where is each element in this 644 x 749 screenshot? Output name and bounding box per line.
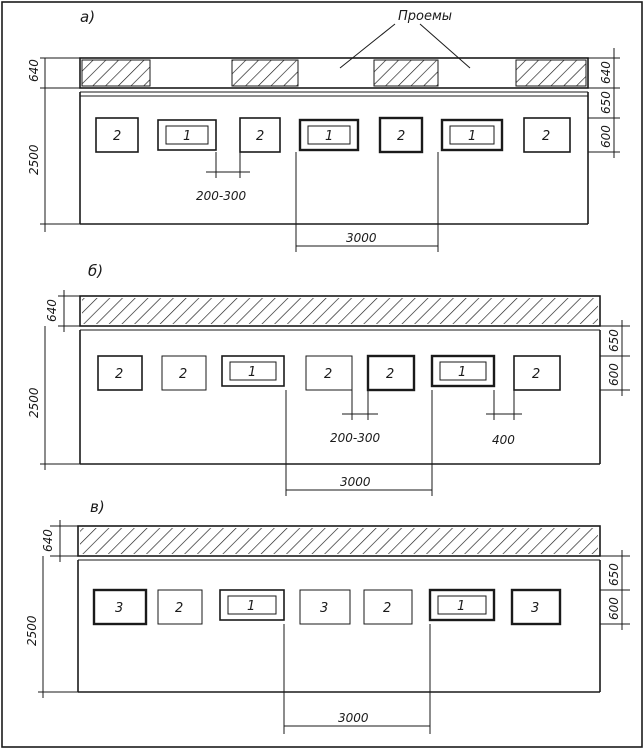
slab-row-c: 3 2 1 3 2 1 3 — [92, 588, 562, 626]
slab-a-2-inner — [165, 125, 209, 145]
dim-a-span: 3000 — [346, 231, 377, 245]
hatched-pier-a-3 — [373, 59, 439, 87]
dim-a-left-2500: 2500 — [27, 144, 41, 175]
dim-c-left-2500: 2500 — [25, 615, 39, 646]
slab-c-3-mark: 1 — [247, 599, 255, 614]
slab-b-2-mark: 2 — [179, 367, 187, 382]
section-b-letter: б) — [88, 262, 103, 280]
section-c: в) 3 2 1 3 2 1 3 — [25, 498, 630, 734]
slab-a-4 — [298, 118, 360, 152]
slab-a-7-mark: 2 — [542, 129, 550, 144]
hatched-strip-b — [82, 298, 598, 324]
wall-strip-b — [79, 295, 601, 327]
hatched-strip-c — [80, 528, 598, 554]
slab-b-2 — [161, 355, 207, 391]
dim-b-gap: 200-300 — [330, 431, 381, 445]
dim-a-right-640: 640 — [599, 61, 613, 84]
section-a: а) Проемы 2 1 2 1 2 — [27, 8, 620, 252]
dim-c-right-650: 650 — [607, 563, 621, 586]
openings-leader-1 — [339, 23, 396, 69]
dim-b-span: 3000 — [340, 475, 371, 489]
openings-leader-2 — [419, 23, 471, 69]
slab-c-2-mark: 2 — [175, 601, 183, 616]
slab-b-3-inner — [229, 361, 277, 381]
slab-c-2 — [157, 589, 203, 625]
slab-a-3-mark: 2 — [256, 129, 264, 144]
slab-a-7 — [523, 117, 571, 153]
dim-b-left-2500: 2500 — [27, 387, 41, 418]
dim-b-left-640: 640 — [45, 299, 59, 322]
hatched-pier-a-2 — [231, 59, 299, 87]
slab-b-1-mark: 2 — [115, 367, 123, 382]
wall-strip-c — [77, 525, 601, 557]
dim-b-right-650: 650 — [607, 329, 621, 352]
dim-c-span: 3000 — [338, 711, 369, 725]
slab-a-1-mark: 2 — [113, 129, 121, 144]
slab-a-5 — [378, 116, 424, 154]
slab-c-4 — [299, 589, 351, 625]
slab-b-3 — [221, 355, 285, 387]
slab-a-1 — [95, 117, 139, 153]
slab-a-6-inner — [449, 125, 495, 145]
slab-row-b: 2 2 1 2 2 1 2 — [97, 354, 561, 392]
slab-b-6-mark: 1 — [458, 365, 466, 380]
slab-c-5 — [363, 589, 413, 625]
slab-c-6 — [428, 588, 496, 622]
section-c-letter: в) — [90, 498, 105, 516]
wall-strip-a — [79, 57, 589, 89]
hatched-pier-a-1 — [81, 59, 151, 87]
slab-a-2 — [157, 119, 217, 151]
dim-a-right-600: 600 — [599, 125, 613, 148]
slab-b-3-mark: 1 — [248, 365, 256, 380]
openings-label: Проемы — [398, 9, 452, 24]
dim-b-gap2: 400 — [492, 433, 515, 447]
slab-b-6-inner — [439, 361, 487, 381]
dim-b-right-600: 600 — [607, 363, 621, 386]
slab-c-6-mark: 1 — [457, 599, 465, 614]
slab-c-7-mark: 3 — [531, 601, 539, 616]
section-b: б) 2 2 1 2 2 1 2 — [27, 262, 630, 496]
slab-b-5-mark: 2 — [386, 367, 394, 382]
dim-c-right-600: 600 — [607, 597, 621, 620]
dim-a-gap: 200-300 — [196, 189, 247, 203]
slab-c-3-inner — [227, 595, 277, 615]
slab-a-4-mark: 1 — [325, 129, 333, 144]
dim-a-right-650: 650 — [599, 91, 613, 114]
slab-b-6 — [430, 354, 496, 388]
slab-a-5-mark: 2 — [397, 129, 405, 144]
slab-c-5-mark: 2 — [383, 601, 391, 616]
slab-row-a: 2 1 2 1 2 1 2 — [95, 116, 571, 154]
slab-a-4-inner — [307, 125, 351, 145]
hatched-pier-a-4 — [515, 59, 587, 87]
dim-a-left-640: 640 — [27, 59, 41, 82]
slab-c-6-inner — [437, 595, 487, 615]
slab-c-3 — [219, 589, 285, 621]
slab-b-1 — [97, 355, 143, 391]
slab-c-7 — [510, 588, 562, 626]
slab-b-4 — [305, 355, 353, 391]
section-a-letter: а) — [80, 8, 95, 26]
slab-b-4-mark: 2 — [324, 367, 332, 382]
slab-c-1-mark: 3 — [115, 601, 123, 616]
slab-c-1 — [92, 588, 148, 626]
slab-b-5 — [366, 354, 416, 392]
slab-a-3 — [239, 117, 281, 153]
slab-b-7 — [513, 355, 561, 391]
slab-c-4-mark: 3 — [320, 601, 328, 616]
slab-a-6 — [440, 118, 504, 152]
dim-c-left-640: 640 — [41, 529, 55, 552]
slab-a-6-mark: 1 — [468, 129, 476, 144]
slab-b-7-mark: 2 — [532, 367, 540, 382]
slab-a-2-mark: 1 — [183, 129, 191, 144]
